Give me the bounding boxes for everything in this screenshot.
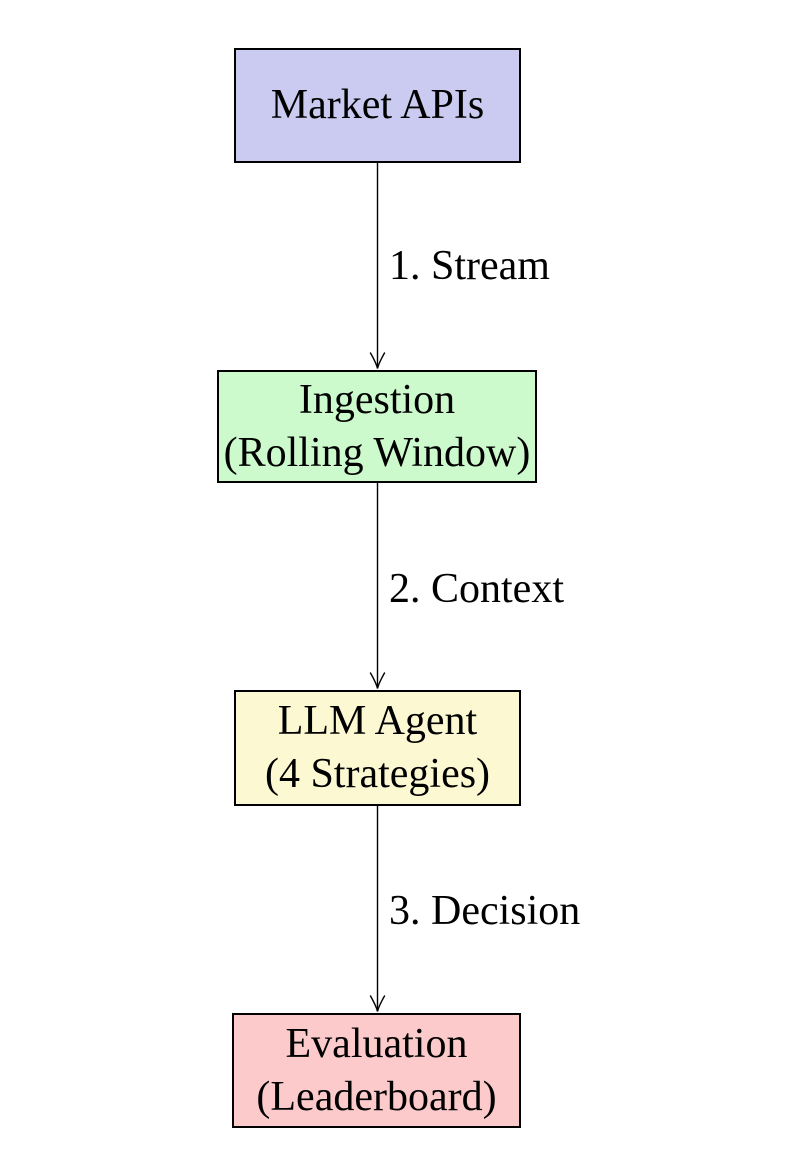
node-evaluation: Evaluation (Leaderboard) xyxy=(232,1013,521,1128)
node-label: Evaluation xyxy=(285,1020,468,1067)
edge-label-context: 2. Context xyxy=(389,566,564,612)
node-label: Ingestion xyxy=(298,376,456,423)
node-ingestion: Ingestion (Rolling Window) xyxy=(217,370,537,483)
node-sublabel: (4 Strategies) xyxy=(264,751,491,797)
node-label: Market APIs xyxy=(270,82,485,128)
arrow-context-icon xyxy=(369,483,386,689)
arrow-decision-icon xyxy=(369,806,386,1012)
node-market-apis: Market APIs xyxy=(234,48,521,163)
arrow-stream-icon xyxy=(369,163,386,369)
node-llm-agent: LLM Agent (4 Strategies) xyxy=(234,690,521,806)
edge-label-stream: 1. Stream xyxy=(389,243,550,289)
node-sublabel: (Rolling Window) xyxy=(223,429,531,476)
edge-label-decision: 3. Decision xyxy=(389,888,581,934)
node-label: LLM Agent xyxy=(277,698,478,744)
node-sublabel: (Leaderboard) xyxy=(256,1073,497,1120)
